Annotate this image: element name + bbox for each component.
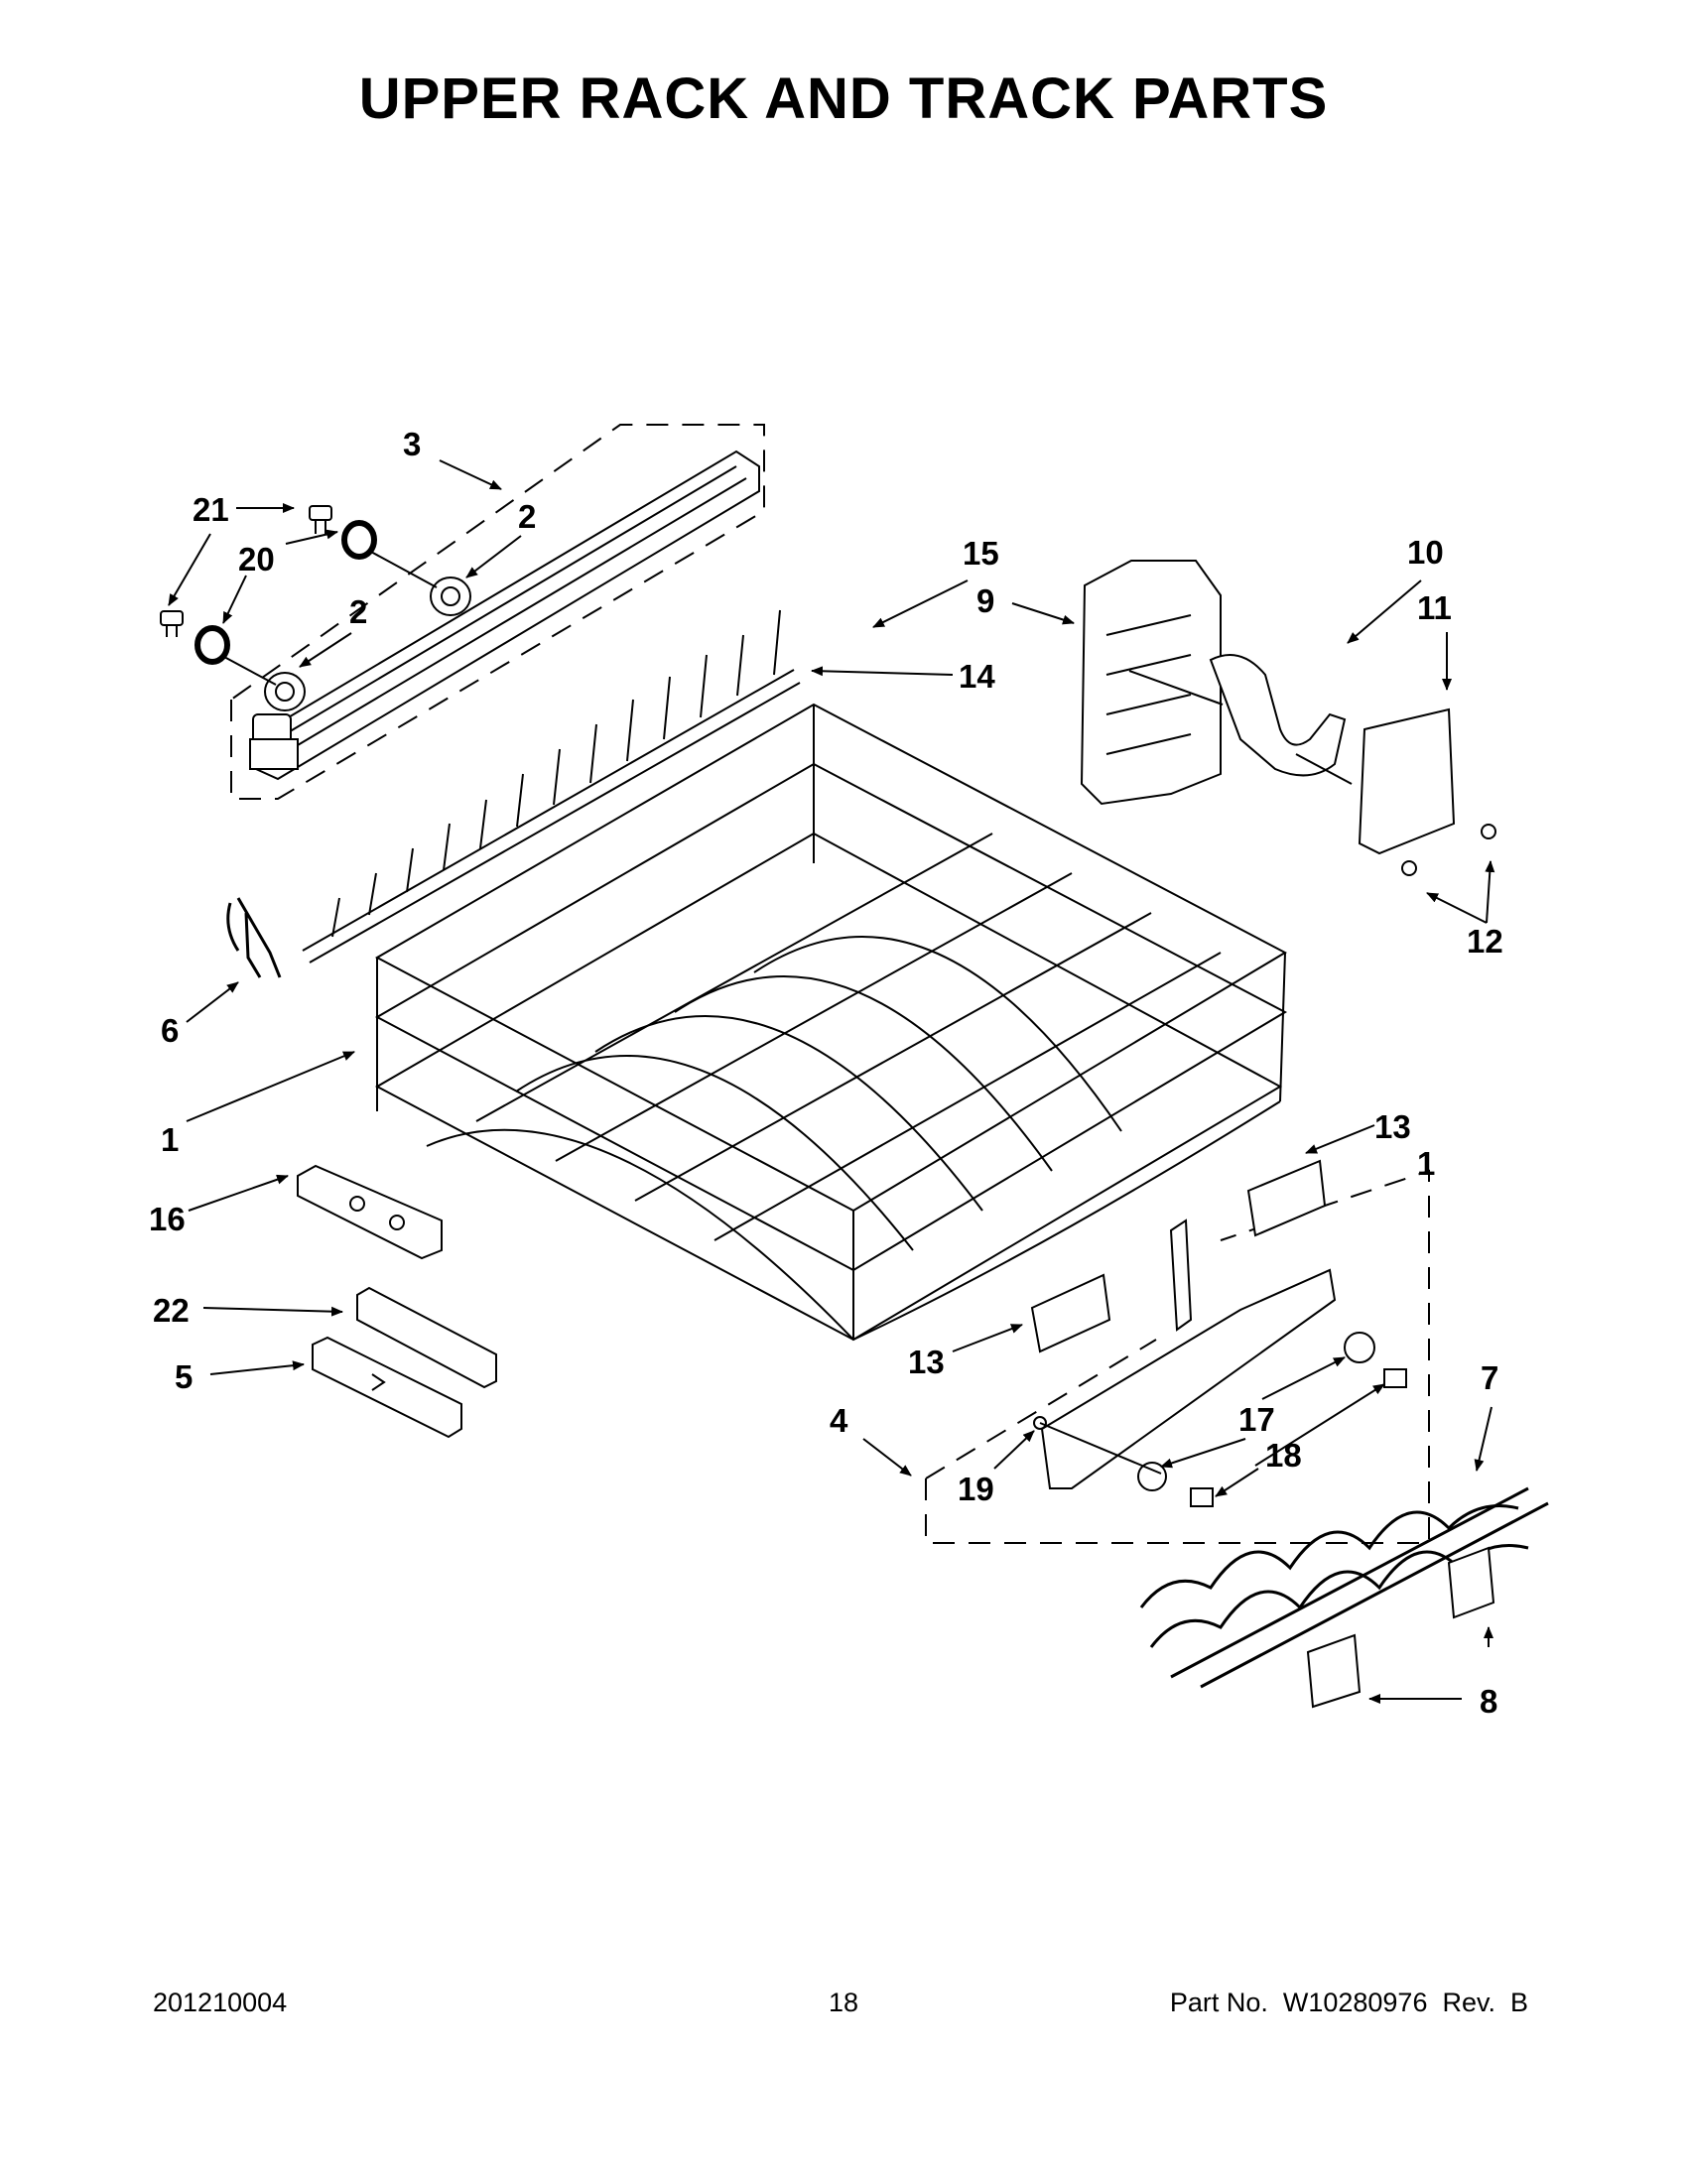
callout-10: 10 (1407, 534, 1444, 571)
callout-4: 4 (830, 1402, 848, 1439)
callout-7: 7 (1481, 1359, 1498, 1396)
callout-17: 17 (1238, 1401, 1275, 1438)
washer-upper-icon (341, 520, 377, 560)
track-dashed-bracket (230, 424, 765, 800)
rack-slide-clip-upper-icon (1246, 1159, 1327, 1237)
handle-housing-icon (356, 1286, 497, 1389)
wheel-dashed-bracket (925, 1169, 1430, 1544)
roller-lower-icon (264, 672, 306, 711)
footer-page-number: 18 (828, 1988, 859, 2017)
tine-clip-right-icon (1447, 1546, 1495, 1619)
callout-1: 1 (161, 1121, 179, 1158)
callout-15: 15 (963, 535, 999, 572)
callout-21: 21 (193, 491, 229, 528)
callout-14: 14 (959, 658, 995, 695)
stop-bracket-icon (297, 1164, 443, 1260)
footer-doc-number: 201210004 (153, 1988, 288, 2017)
adjuster-housing-icon (1080, 560, 1222, 806)
callout-22: 22 (153, 1292, 190, 1329)
rack-basket (374, 703, 1288, 1342)
roller-upper-icon (430, 577, 471, 616)
cover-screws-icon (1401, 824, 1496, 876)
tine-row (302, 609, 801, 964)
tine-clip-lower-icon (1306, 1633, 1362, 1709)
clip-icon (226, 897, 282, 978)
callout-1-bracket: 1 (1417, 1145, 1435, 1182)
handle-cover-icon (312, 1336, 462, 1439)
wheel-assembly (925, 1169, 1430, 1544)
track-assembly (230, 424, 765, 800)
page-title: UPPER RACK AND TRACK PARTS (358, 66, 1329, 131)
callout-6: 6 (161, 1012, 179, 1049)
callout-18: 18 (1265, 1437, 1302, 1474)
callout-13-upper: 13 (1374, 1108, 1411, 1145)
callout-16: 16 (149, 1201, 186, 1237)
callout-20: 20 (238, 541, 275, 578)
callout-9: 9 (976, 582, 994, 619)
rack-slide-clip-lower-icon (1030, 1273, 1111, 1353)
screw-lower-icon (160, 610, 184, 637)
track-rail (254, 450, 760, 781)
callout-3: 3 (403, 426, 421, 462)
adjuster-cover-icon (1358, 707, 1456, 855)
screw-upper-icon (309, 505, 332, 534)
callout-5: 5 (175, 1358, 193, 1395)
adjuster-lever-icon (1209, 654, 1347, 777)
callout-13-lower: 13 (908, 1344, 945, 1380)
footer-part-number: Part No. W10280976 Rev. B (1169, 1988, 1528, 2017)
washer-lower-icon (195, 625, 230, 665)
callout-8: 8 (1480, 1683, 1497, 1720)
leader-lines (168, 459, 1495, 1704)
callout-labels: 1 1 2 2 3 4 5 6 7 8 9 10 11 12 13 13 14 … (149, 426, 1503, 1720)
callout-19: 19 (958, 1471, 994, 1507)
callout-2-upper: 2 (518, 498, 536, 535)
callout-12: 12 (1467, 923, 1503, 960)
callout-11: 11 (1417, 589, 1452, 626)
callout-2-lower: 2 (349, 593, 367, 630)
